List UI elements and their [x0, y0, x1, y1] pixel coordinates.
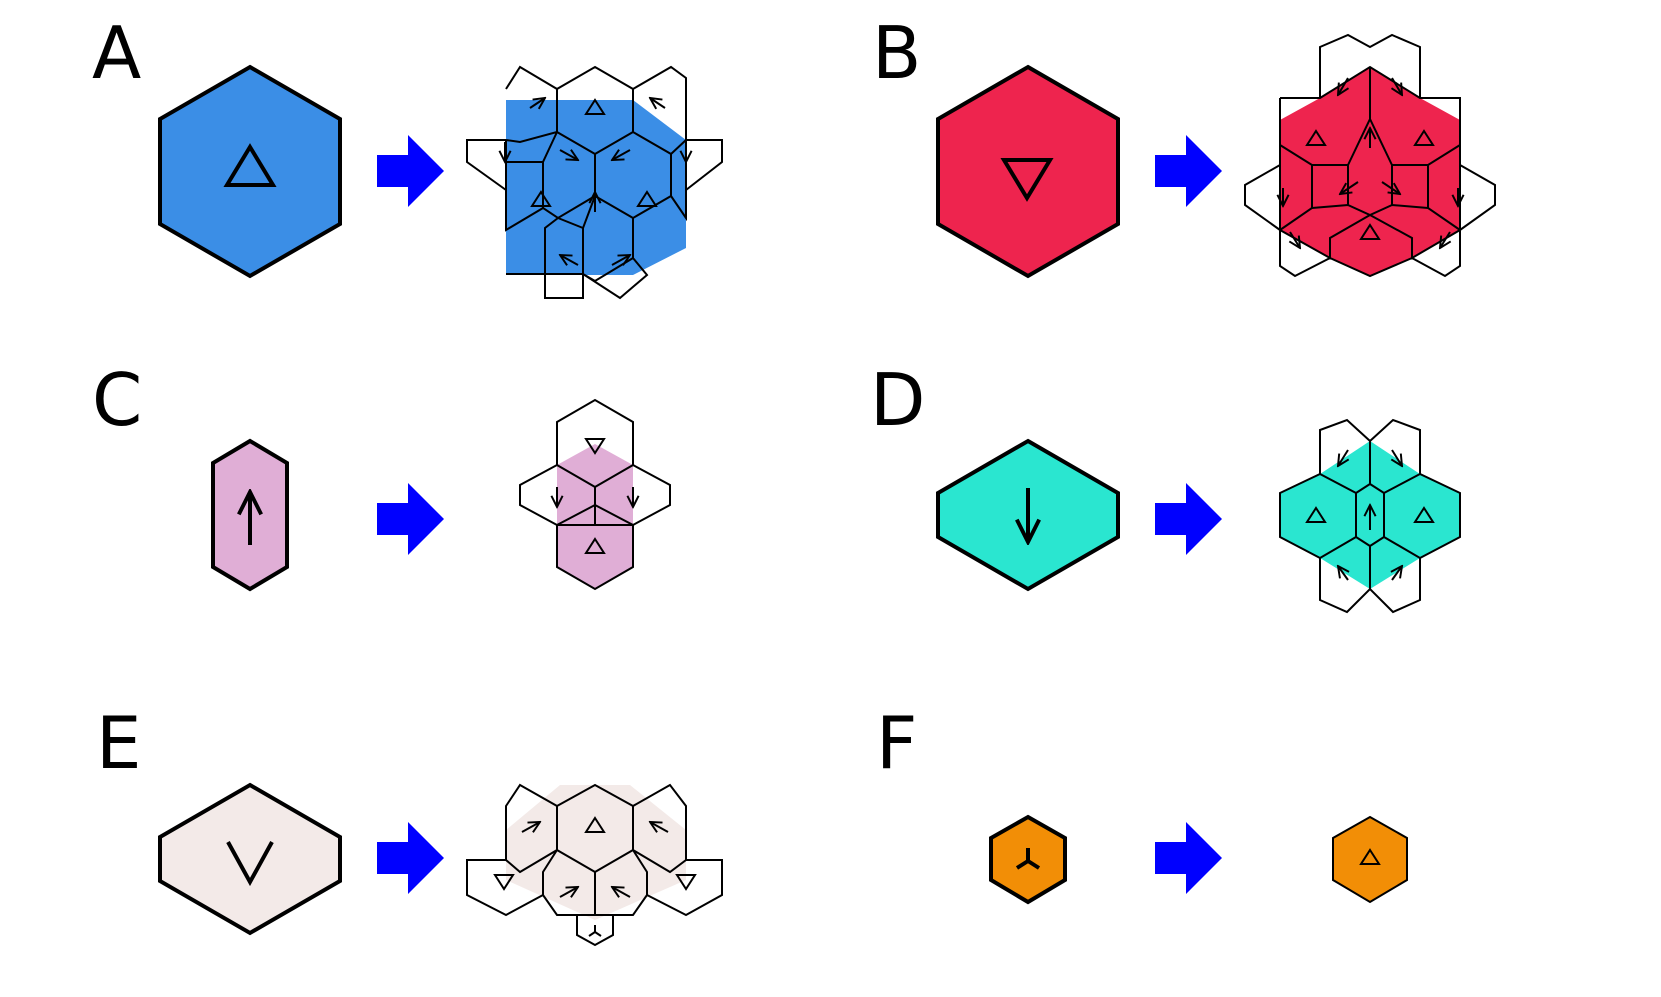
panel-b-label: B: [872, 11, 921, 95]
panel-a-substitution: [466, 65, 723, 300]
triangle-down-icon: [584, 438, 606, 455]
arrow-icon: [560, 255, 579, 265]
panel-e-label: E: [96, 701, 142, 785]
arrow-icon: [559, 150, 578, 160]
panel-e: E: [96, 701, 723, 947]
arrow-icon: [1381, 181, 1400, 194]
panel-c-substitution: [519, 398, 671, 591]
arrow-icon: [1338, 566, 1348, 581]
arrow-icon: [612, 887, 631, 897]
chevron-down-icon: [226, 841, 274, 887]
arrow-icon: [1290, 231, 1300, 248]
panel-a-prototile: [158, 64, 342, 279]
triangle-up-icon: [584, 98, 606, 115]
panel-c-label: C: [92, 358, 142, 442]
triangle-up-icon: [530, 190, 552, 207]
panel-f-substitution: [1332, 815, 1408, 904]
panel-e-prototile: [158, 782, 342, 936]
arrow-icon: [612, 150, 631, 160]
panel-f: F: [876, 701, 1408, 905]
panel-d-tiling-edges: [1279, 418, 1461, 614]
panel-d-substitution: [1279, 418, 1461, 614]
panel-b-support-region: [1280, 67, 1460, 276]
triangle-up-icon: [636, 190, 658, 207]
panel-c-tiling-edges: [519, 398, 671, 591]
panel-b-substitution: [1244, 33, 1496, 278]
arrow-icon: [650, 98, 666, 108]
triangle-up-icon: [584, 537, 606, 554]
arrow-icon: [650, 822, 669, 832]
tripod-icon: [588, 925, 602, 937]
panel-f-label: F: [876, 701, 917, 785]
triangle-up-icon: [1413, 129, 1435, 146]
panel-b-prototile: [936, 64, 1120, 279]
arrow-icon: [521, 822, 540, 832]
panel-c: C: [92, 358, 671, 592]
arrow-icon: [1392, 77, 1402, 95]
panel-e-tiling-edges: [466, 783, 723, 947]
substitution-arrow: [377, 822, 444, 894]
triangle-up-icon: [1305, 506, 1327, 523]
panel-b: B: [872, 11, 1496, 279]
triangle-up-icon: [1413, 506, 1435, 523]
triangle-up-icon: [584, 816, 606, 833]
panel-e-substitution: [466, 783, 723, 947]
arrow-icon: [1338, 77, 1348, 95]
arrow-icon: [559, 887, 578, 897]
panel-d-label: D: [870, 358, 925, 442]
arrow-icon: [529, 98, 545, 108]
substitution-arrow: [1155, 483, 1222, 555]
panel-a-label: A: [92, 11, 141, 95]
triangle-up-icon: [1359, 848, 1381, 865]
arrow-icon: [1392, 449, 1402, 466]
substitution-arrow: [1155, 135, 1222, 207]
triangle-down-icon: [493, 874, 515, 891]
tripod-icon: [1015, 848, 1041, 870]
panel-e-support-region: [506, 785, 686, 920]
triangle-up-icon: [223, 143, 277, 187]
panel-a-tiling-edges: [466, 65, 723, 300]
triangle-down-icon: [675, 874, 697, 891]
arrow-icon: [1340, 181, 1359, 194]
panel-f-result-tile: [1332, 815, 1408, 904]
substitution-arrow: [1155, 822, 1222, 894]
substitution-arrow: [377, 483, 444, 555]
triangle-down-icon: [1000, 158, 1054, 202]
triangle-up-icon: [1359, 223, 1381, 240]
arrow-icon: [1338, 449, 1348, 466]
arrow-icon: [611, 255, 630, 265]
panel-d: D: [870, 358, 1461, 614]
triangle-up-icon: [1305, 129, 1327, 146]
substitution-arrow: [377, 135, 444, 207]
arrow-icon: [1440, 231, 1450, 248]
arrow-icon: [1392, 566, 1402, 581]
panel-a: A: [92, 11, 723, 300]
panel-b-tiling-edges: [1244, 33, 1496, 278]
